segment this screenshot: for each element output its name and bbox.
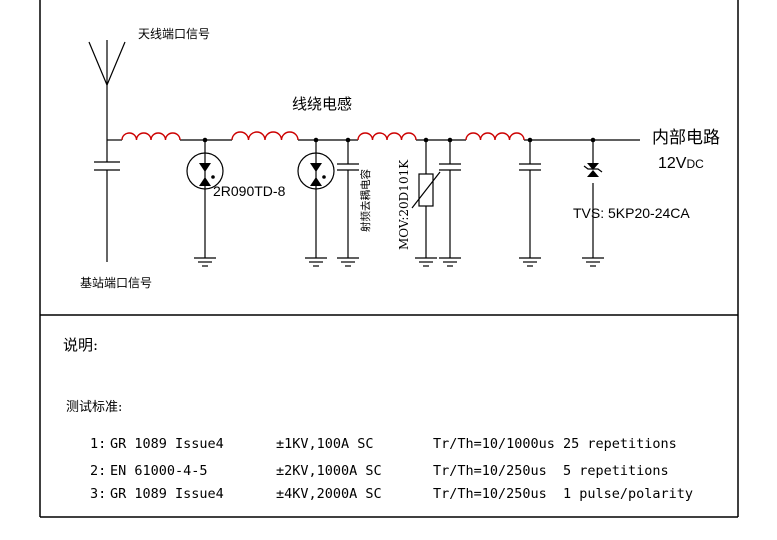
row-standard: EN 61000-4-5 [110,463,208,479]
row-level: ±2KV,1000A SC [276,463,382,479]
mov [411,140,441,258]
standard-label: 测试标准: [66,400,123,415]
tvs-label: TVS: 5KP20-24CA [573,205,690,221]
row-index: 3: [90,486,107,502]
gdt-2 [297,140,335,258]
row-waveform: Tr/Th=10/250us [433,463,547,479]
inductor-2 [231,131,299,141]
internal-circuit-label: 内部电路 [652,128,720,148]
row-level: ±4KV,2000A SC [276,486,382,502]
antenna-label: 天线端口信号 [138,27,211,41]
row-count: 1 pulse/polarity [563,486,694,502]
row-index: 1: [90,436,107,452]
ground-symbols [194,257,604,267]
row-waveform: Tr/Th=10/1000us [433,436,555,452]
row-standard: GR 1089 Issue4 [110,436,224,452]
inductor-4 [465,132,525,141]
decoupling-capacitors [337,140,541,258]
mov-label: MOV:20D101K [397,159,411,250]
frame [39,0,739,518]
antenna-symbol [88,40,126,86]
voltage-sub: DC [686,157,704,171]
row-standard: GR 1089 Issue4 [110,486,224,502]
row-index: 2: [90,463,107,479]
input-capacitor [94,161,120,171]
row-level: ±1KV,100A SC [276,436,374,452]
inductor-1 [121,132,181,141]
row-count: 25 repetitions [563,436,677,452]
rf-cap-label: 射频去耦电容 [360,169,372,232]
inductor-3 [357,132,417,141]
inductors [121,131,525,141]
coil-label: 线绕电感 [292,95,353,113]
base-station-label: 基站端口信号 [80,276,153,290]
gdt-part-label: 2R090TD-8 [213,183,286,199]
tvs-diode [583,140,603,258]
voltage-main: 12V [658,155,687,172]
voltage-label: 12VDC [658,156,704,172]
notes-heading: 说明: [63,336,99,354]
row-waveform: Tr/Th=10/250us [433,486,547,502]
gdt-1 [186,140,224,258]
row-count: 5 repetitions [563,463,669,479]
